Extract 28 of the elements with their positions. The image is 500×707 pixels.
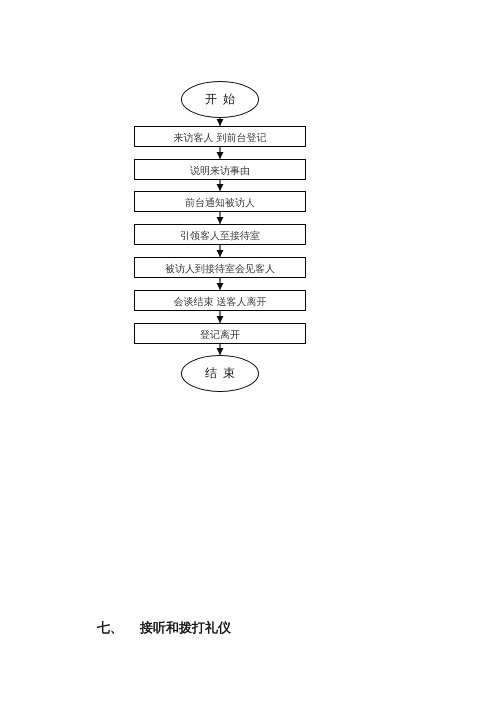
process-box xyxy=(134,159,306,180)
process-box xyxy=(134,290,306,311)
terminator-label: 结束 xyxy=(205,365,241,382)
arrow xyxy=(216,180,224,191)
process-box xyxy=(134,323,306,344)
arrow xyxy=(216,344,224,355)
process-box xyxy=(134,126,306,147)
process-label: 来访客人 到前台登记 xyxy=(173,132,267,144)
process-label: 登记离开 xyxy=(200,330,240,340)
process-label: 前台通知被访人 xyxy=(185,198,255,208)
arrow xyxy=(216,212,224,224)
arrow xyxy=(216,118,224,126)
process-label: 说明来访事由 xyxy=(190,166,250,176)
section-heading: 七、 xyxy=(97,620,123,637)
section-heading: 接听和拨打礼仪 xyxy=(140,620,231,637)
process-label: 引领客人至接待室 xyxy=(180,230,260,242)
arrow xyxy=(216,278,224,290)
process-label: 会谈结束 送客人离开 xyxy=(173,296,267,308)
process-label: 被访人到接待室会见客人 xyxy=(165,264,275,274)
terminator-label: 开始 xyxy=(205,91,241,108)
process-box xyxy=(134,257,306,278)
arrow xyxy=(216,147,224,159)
process-box xyxy=(134,191,306,212)
arrow xyxy=(216,311,224,323)
terminator-ellipse xyxy=(181,81,259,118)
process-box xyxy=(134,224,306,245)
arrow xyxy=(216,245,224,257)
terminator-ellipse xyxy=(181,355,259,392)
